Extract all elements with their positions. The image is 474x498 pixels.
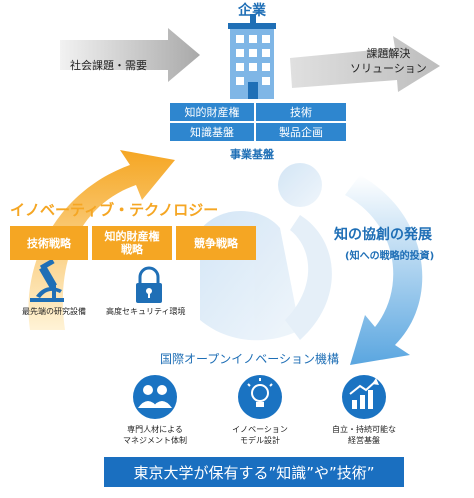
solution-label: 課題解決 ソリューション — [350, 47, 427, 75]
microscope-icon — [30, 258, 64, 302]
lightbulb-icon — [238, 375, 282, 419]
lock-icon — [136, 266, 162, 303]
product-planning-cell: 製品企画 — [256, 123, 346, 141]
enterprise-title: 企業 — [238, 3, 266, 19]
social-demand-label: 社会課題・需要 — [70, 59, 147, 72]
footer-text: 東京大学が保有する”知識”や”技術” — [133, 463, 375, 482]
input-arrow — [60, 28, 200, 82]
sustainable-base-label: 自立・持続可能な 経営基盤 — [332, 425, 396, 445]
business-base-caption: 事業基盤 — [230, 148, 274, 161]
ip-strategy-cell: 知的財産権 戦略 — [92, 226, 172, 260]
innovation-model-label: イノベーション モデル設計 — [232, 425, 288, 445]
people-icon — [133, 375, 177, 419]
ip-rights-cell: 知的財産権 — [170, 103, 254, 121]
innovative-technology-title: イノベーティブ・テクノロジー — [10, 201, 219, 219]
institute-title: 国際オープンイノベーション機構 — [160, 352, 340, 366]
development-subtitle: (知への戦略的投資) — [345, 251, 435, 262]
knowledge-base-cell: 知識基盤 — [170, 123, 254, 141]
output-arrow — [290, 36, 440, 92]
building-icon — [228, 14, 276, 99]
technology-cell: 技術 — [256, 103, 346, 121]
research-facility-label: 最先端の研究設備 — [22, 307, 86, 316]
management-label: 専門人材による マネジメント体制 — [123, 425, 187, 445]
growth-chart-icon — [342, 375, 386, 419]
tech-strategy-cell: 技術戦略 — [10, 226, 88, 260]
development-title: 知の協創の発展 — [334, 227, 432, 243]
security-environment-label: 高度セキュリティ環境 — [106, 307, 186, 316]
blue-down-arrow — [345, 175, 423, 365]
footer-banner: 東京大学が保有する”知識”や”技術” — [104, 457, 404, 487]
competition-strategy-cell: 競争戦略 — [176, 226, 256, 260]
